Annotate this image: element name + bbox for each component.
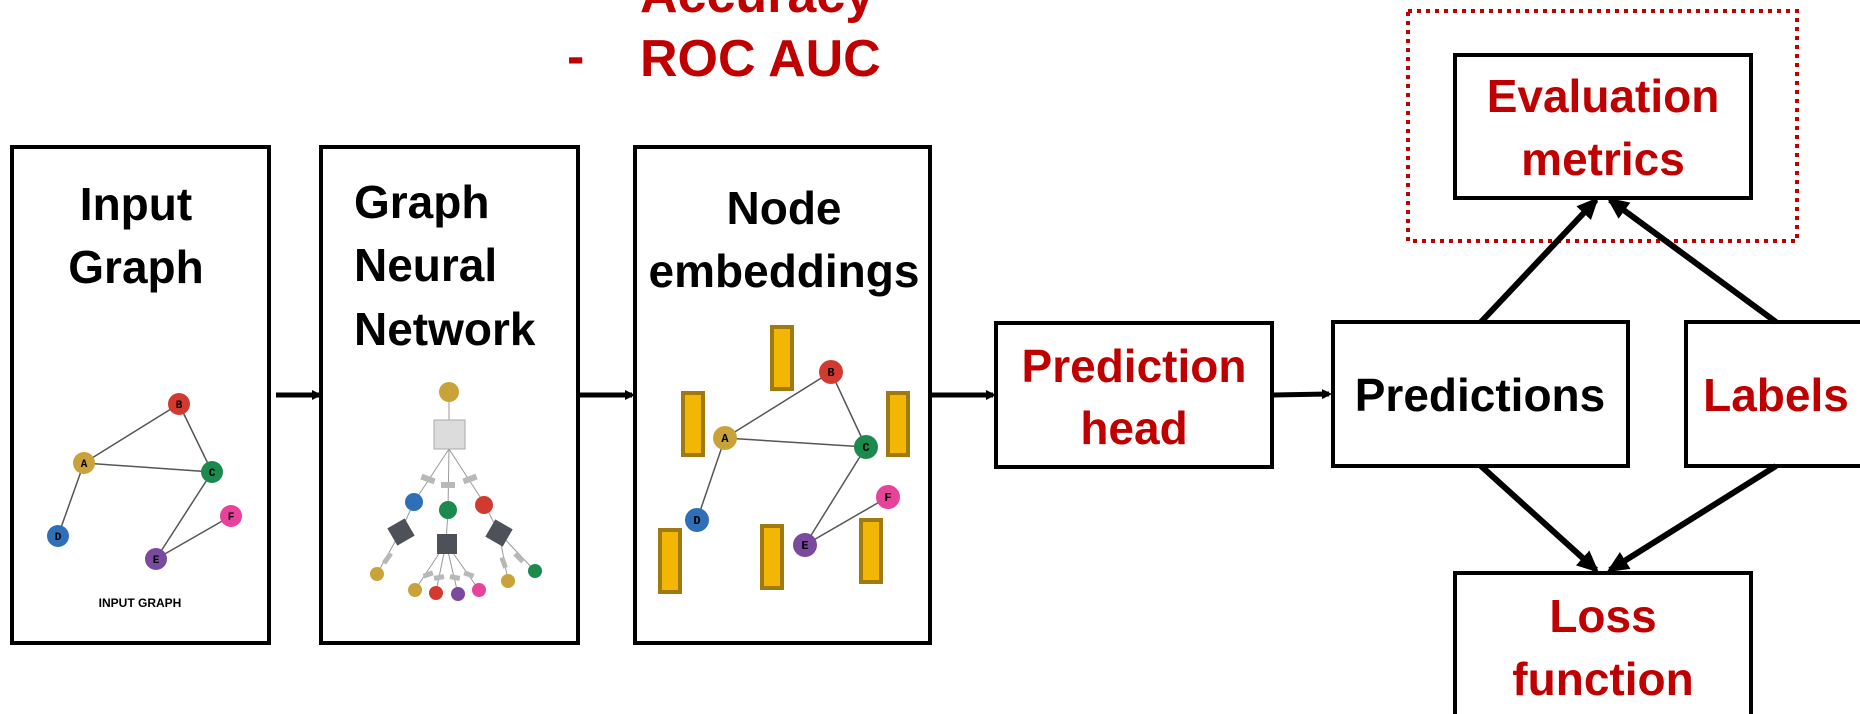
loss-function-box: Loss function <box>1453 571 1753 714</box>
embedding-bar-b <box>770 325 794 391</box>
evaluation-metrics-title-line2: metrics <box>1521 133 1685 185</box>
svg-text:C: C <box>209 468 216 480</box>
metrics-list-bullet: - <box>567 28 584 86</box>
evaluation-metrics-highlight <box>1406 9 1799 243</box>
embedding-node-e: E <box>793 533 817 557</box>
node-embeddings-frame <box>633 145 932 645</box>
svg-text:F: F <box>884 491 891 505</box>
gnn-title-line1: Graph <box>354 176 489 228</box>
input-graph-caption: INPUT GRAPH <box>99 596 182 610</box>
svg-text:A: A <box>81 459 88 471</box>
arrow-predictions-to-metrics <box>1478 197 1599 325</box>
loss-function-frame <box>1453 571 1753 714</box>
input-graph-frame <box>10 145 271 645</box>
loss-function-title-line1: Loss <box>1549 590 1656 642</box>
svg-text:E: E <box>801 539 808 553</box>
graph-node-b: B <box>168 393 190 415</box>
labels-box: Labels <box>1684 320 1860 468</box>
input-graph-illustration: A B C D E F <box>47 393 242 570</box>
input-graph-title-line1: Input <box>80 178 192 230</box>
graph-node-a: A <box>73 452 95 474</box>
gnn-leaf-node-1 <box>370 567 384 581</box>
arrow-labels-to-metrics <box>1606 197 1778 325</box>
gnn-illustration <box>370 382 542 601</box>
node-embeddings-title-line1: Node <box>727 182 842 234</box>
prediction-head-title-line1: Prediction <box>1022 340 1247 392</box>
prediction-head-box: Prediction head <box>994 321 1274 469</box>
embedding-node-c: C <box>854 435 878 459</box>
gnn-aggregator-top <box>433 419 466 450</box>
predictions-title: Predictions <box>1355 369 1606 421</box>
loss-function-title-line2: function <box>1512 653 1693 705</box>
gnn-box: Graph Neural Network <box>319 145 580 645</box>
prediction-head-title-line2: head <box>1080 402 1187 454</box>
svg-text:F: F <box>228 512 235 524</box>
graph-node-c: C <box>201 461 223 483</box>
graph-node-f: F <box>220 505 242 527</box>
svg-text:A: A <box>721 432 729 446</box>
arrow-labels-to-loss <box>1606 463 1778 573</box>
arrow-head-to-predictions <box>1272 389 1332 400</box>
embedding-graph-edges <box>696 371 889 546</box>
embedding-bar-c <box>886 391 910 457</box>
embedding-node-a: A <box>713 426 737 450</box>
metrics-list: Accuracy - ROC AUC <box>567 0 881 88</box>
predictions-frame <box>1331 320 1630 468</box>
embedding-graph: A B C D E F <box>658 325 910 594</box>
evaluation-metrics-title-line1: Evaluation <box>1487 70 1720 122</box>
gnn-target-node <box>439 382 459 402</box>
embedding-node-f: F <box>876 485 900 509</box>
node-embeddings-box: Node embeddings A B C D E F <box>633 145 932 645</box>
gnn-leaf-node-4 <box>451 587 465 601</box>
labels-title: Labels <box>1703 369 1849 421</box>
prediction-head-frame <box>994 321 1274 469</box>
labels-frame <box>1684 320 1860 468</box>
gnn-leaf-node-6 <box>501 574 515 588</box>
graph-node-e: E <box>145 548 167 570</box>
gnn-layer1-node-blue <box>405 493 423 511</box>
gnn-leaf-node-3 <box>429 586 443 600</box>
gnn-leaf-node-5 <box>472 583 486 597</box>
gnn-title-line3: Network <box>354 303 536 355</box>
embedding-bar-f <box>859 518 883 584</box>
embedding-node-b: B <box>819 360 843 384</box>
svg-text:E: E <box>153 555 160 567</box>
input-graph-box: Input Graph A B C D E F INPUT GRAPH <box>10 145 271 645</box>
gnn-layer1-node-green <box>439 501 457 519</box>
arrow-predictions-to-loss <box>1478 463 1599 573</box>
gnn-aggregator-middle <box>437 534 457 554</box>
graph-node-d: D <box>47 525 69 547</box>
input-graph-title-line2: Graph <box>68 241 203 293</box>
gnn-leaf-node-7 <box>528 564 542 578</box>
metrics-list-item-roc-auc: ROC AUC <box>640 30 881 88</box>
gnn-leaf-node-2 <box>408 583 422 597</box>
gnn-aggregator-left <box>387 518 415 546</box>
embedding-bar-a <box>681 391 705 457</box>
embedding-bar-e <box>760 524 784 590</box>
embedding-node-d: D <box>685 508 709 532</box>
embedding-bar-d <box>658 528 682 594</box>
svg-text:C: C <box>862 441 869 455</box>
predictions-box: Predictions <box>1331 320 1630 468</box>
metrics-list-item-accuracy: Accuracy <box>640 0 874 24</box>
gnn-title-line2: Neural <box>354 239 497 291</box>
gnn-aggregator-right <box>485 519 513 547</box>
node-embeddings-title-line2: embeddings <box>649 245 920 297</box>
svg-text:D: D <box>693 514 700 528</box>
svg-text:D: D <box>55 532 62 544</box>
input-graph-edges <box>57 403 232 560</box>
gnn-frame <box>319 145 580 645</box>
gnn-small-connectors <box>381 473 525 581</box>
svg-text:B: B <box>827 366 834 380</box>
evaluation-metrics-frame <box>1453 53 1753 200</box>
evaluation-metrics-group: Evaluation metrics <box>1406 9 1799 243</box>
gnn-layer1-node-red <box>475 496 493 514</box>
svg-text:B: B <box>176 400 183 412</box>
